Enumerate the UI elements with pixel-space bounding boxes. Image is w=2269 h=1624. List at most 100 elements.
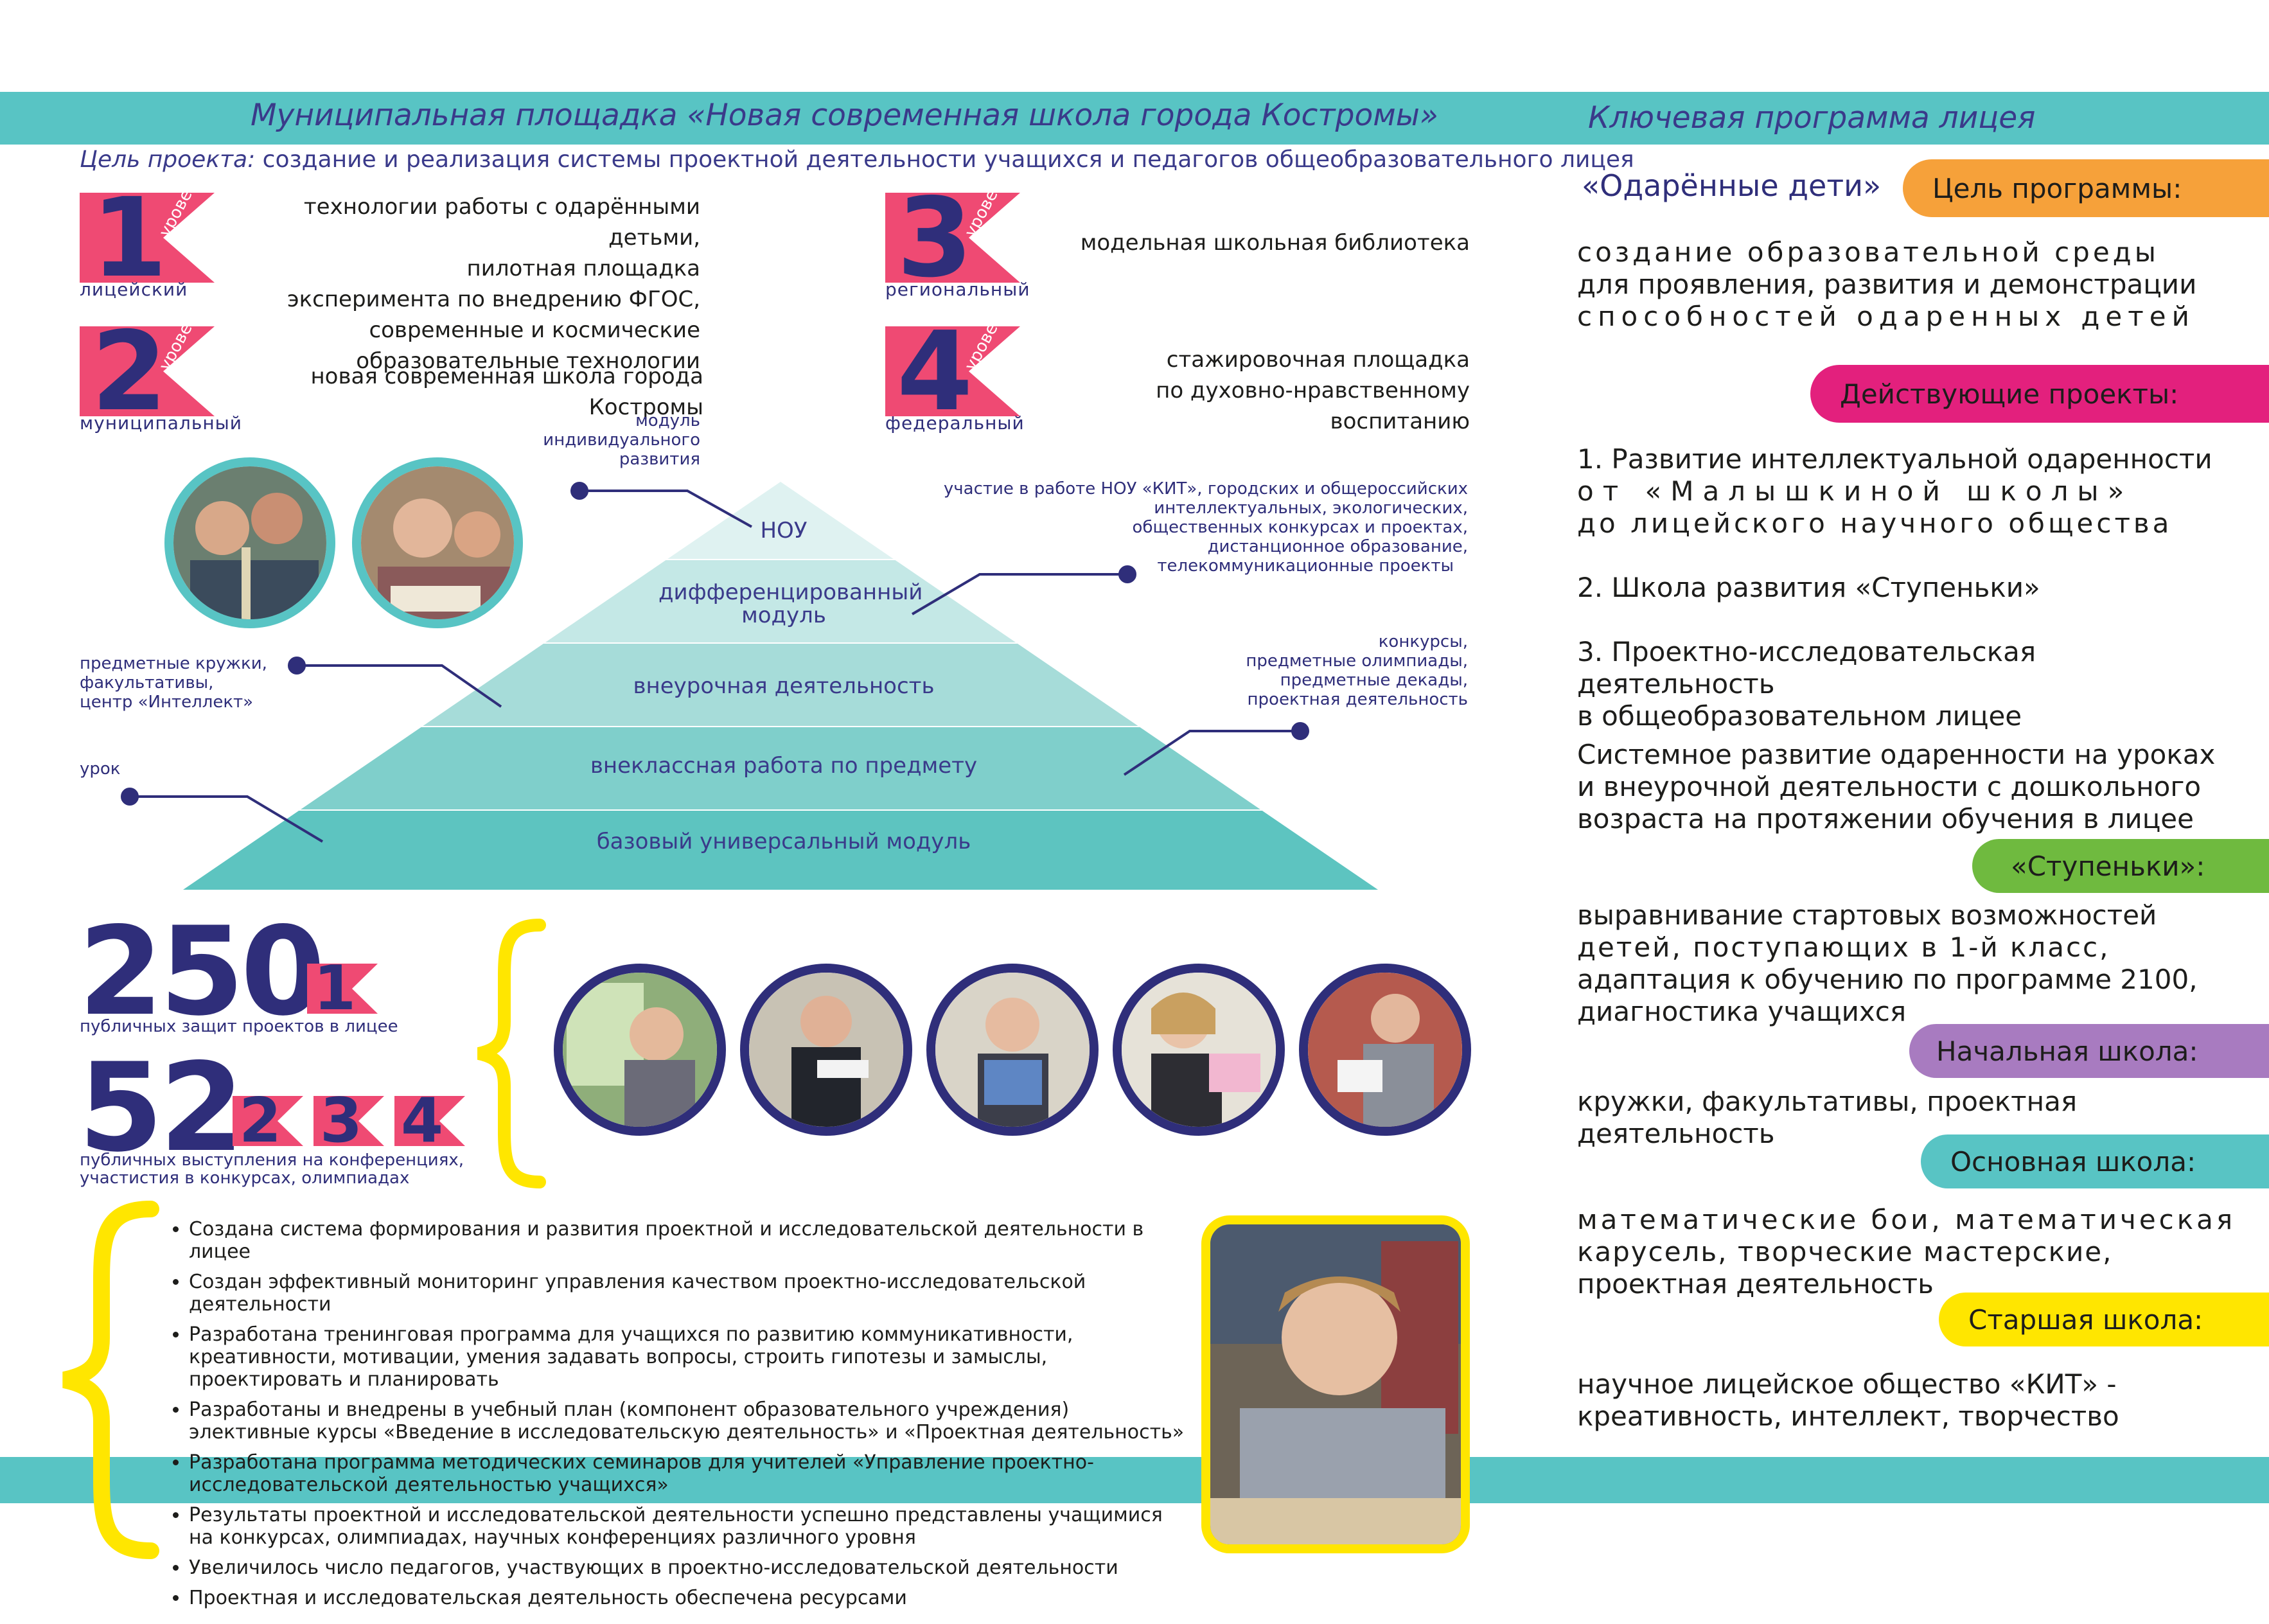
level-3-caption: региональный [885,279,1030,300]
stat-label-line: публичных выступления на конференциях, [80,1151,464,1170]
annotation-line: конкурсы, [1378,632,1468,651]
program-name: «Одарённые дети» [1582,168,1882,203]
annotation-connectors [121,482,1309,843]
level-1-icon: 1 уровень лицейский [80,168,215,300]
level-4-icon: 4 уровень федеральный [885,302,1024,434]
level-1-caption: лицейский [80,279,188,300]
student-portrait-3 [926,964,1099,1136]
student-portrait-2 [740,964,912,1136]
annotation-line: дистанционное образование, [1207,537,1468,556]
result-item: Разработаны и внедрены в учебный план (к… [189,1399,1191,1443]
level-1-line: современные и космические [369,317,700,343]
stupenki-text: выравнивание стартовых возможностей дете… [1577,899,2239,1028]
level-1-text: технологии работы с одарёнными детьми, п… [231,191,700,376]
senior-line: научное лицейское общество «КИТ» - [1577,1368,2117,1400]
stat-level-number: 4 [401,1086,444,1156]
basic-line: математические бои, математическая [1577,1204,2236,1235]
level-1-number: 1 [91,175,168,302]
result-item: Создана система формирования и развития … [189,1218,1191,1263]
project-line: от «Малышкиной школы» [1577,475,2133,507]
level-3-line: модельная школьная библиотека [1080,230,1470,256]
results-list: Создана система формирования и развития … [168,1218,1191,1617]
stat-level-number: 1 [313,953,357,1024]
system-development-text: Системное развитие одаренности на уроках… [1577,739,2239,835]
level-3-icon: 3 уровень региональный [885,168,1030,300]
stat-talks-level-3-icon: 3 [313,1091,391,1152]
level-2-caption: муниципальный [80,412,242,434]
system-line: возраста на протяжении обучения в лицее [1577,803,2194,834]
brace-decoration-top [477,919,546,1188]
annotation-contests: конкурсы, предметные олимпиады, предметн… [1208,632,1468,709]
student-large-photo [1201,1215,1470,1553]
annotation-nou: участие в работе НОУ «КИТ», городских и … [887,479,1468,576]
level-4-text: стажировочная площадка по духовно-нравст… [1041,344,1470,437]
basic-school-text: математические бои, математическая карус… [1577,1204,2239,1300]
header-band-left [0,92,1535,145]
stat-talks-level-4-icon: 4 [394,1091,472,1152]
annotation-module: модуль индивидуального развития [488,411,700,469]
program-goal-line: для проявления, развития и демонстрации [1577,269,2197,300]
basic-line: карусель, творческие мастерские, [1577,1236,2113,1267]
result-item: Результаты проектной и исследовательской… [189,1504,1191,1549]
annotation-line: предметные декады, [1280,671,1468,690]
level-3-text: модельная школьная библиотека [1041,227,1470,258]
annotation-line: проектная деятельность [1247,690,1468,709]
stat-talks-value: 52 [78,1037,244,1179]
basic-school-pill: Основная школа: [1921,1134,2269,1188]
level-2-text: новая современная школа города Костромы [231,361,703,423]
annotation-line: участие в работе НОУ «КИТ», городских и … [943,479,1468,499]
program-goal-line: создание образовательной среды [1577,236,2159,268]
level-4-number: 4 [897,308,973,436]
stat-label-line: участистия в конкурсах, олимпиадах [80,1169,410,1188]
footer-band [0,1457,2269,1503]
pyramid-layer-differentiated: дифференцированный модуль [617,581,951,627]
student-portrait-5 [1299,964,1471,1136]
annotation-line: развития [619,450,700,469]
system-line: Системное развитие одаренности на уроках [1577,739,2216,770]
level-4-line: по духовно-нравственному воспитанию [1156,378,1470,434]
project-line: 1. Развитие интеллектуальной одаренности [1577,443,2212,475]
stat-projects-value: 250 [78,901,326,1043]
annotation-line: интеллектуальных, экологических, [1154,499,1468,518]
level-3-number: 3 [897,175,973,302]
level-1-line: эксперимента по внедрению ФГОС, [287,287,700,312]
result-item: Проектная и исследовательская деятельнос… [189,1587,1191,1609]
stupenki-line: адаптация к обучению по программе 2100, [1577,964,2198,995]
student-portrait-4 [1113,964,1285,1136]
pyramid-layer-nou: НОУ [760,518,808,543]
stupenki-line: выравнивание стартовых возможностей [1577,899,2157,931]
project-goal-label: Цель проекта: [80,146,256,173]
stat-talks-label: публичных выступления на конференциях, у… [80,1151,529,1187]
project-line: 3. Проектно-исследовательская деятельнос… [1577,636,2036,700]
project-goal: Цель проекта: создание и реализация сист… [80,146,1634,173]
pyramid-layer-extraclass: внеклассная работа по предмету [590,753,978,779]
project-goal-text: создание и реализация системы проектной … [255,146,1634,173]
level-2-number: 2 [91,308,168,436]
senior-school-pill: Старшая школа: [1939,1293,2269,1346]
annotation-line: предметные кружки, [80,654,267,673]
system-line: и внеурочной деятельности с дошкольного [1577,771,2202,802]
project-line: 2. Школа развития «Ступеньки» [1577,572,2040,603]
annotation-lesson: урок [80,759,157,779]
projects-list: 1. Развитие интеллектуальной одаренности… [1577,443,2239,732]
annotation-line: центр «Интеллект» [80,693,254,712]
level-4-caption: федеральный [885,412,1025,434]
stat-projects-level-1-icon: 1 [307,958,384,1019]
annotation-line: телекоммуникационные проекты [1157,556,1454,576]
stat-level-number: 2 [239,1086,282,1156]
stat-talks-level-2-icon: 2 [233,1091,310,1152]
brace-decoration-bottom [62,1201,159,1559]
project-line: в общеобразовательном лицее [1577,700,2022,732]
senior-line: креативность, интеллект, творчество [1577,1400,2119,1432]
primary-school-text: кружки, факультативы, проектная деятельн… [1577,1086,2078,1149]
project-line: до лицейского научного общества [1577,508,2173,539]
level-2-line: новая современная школа города Костромы [310,364,703,420]
result-item: Создан эффективный мониторинг управления… [189,1271,1191,1316]
level-1-line: технологии работы с одарёнными детьми, [303,194,700,251]
right-header-title: Ключевая программа лицея [1588,100,2036,136]
annotation-line: модуль [635,411,700,430]
annotation-line: индивидуального [543,430,700,450]
pyramid-layer-base: базовый универсальный модуль [596,829,971,854]
result-item: Разработана тренинговая программа для уч… [189,1323,1191,1391]
result-item: Разработана программа методических семин… [189,1451,1191,1496]
